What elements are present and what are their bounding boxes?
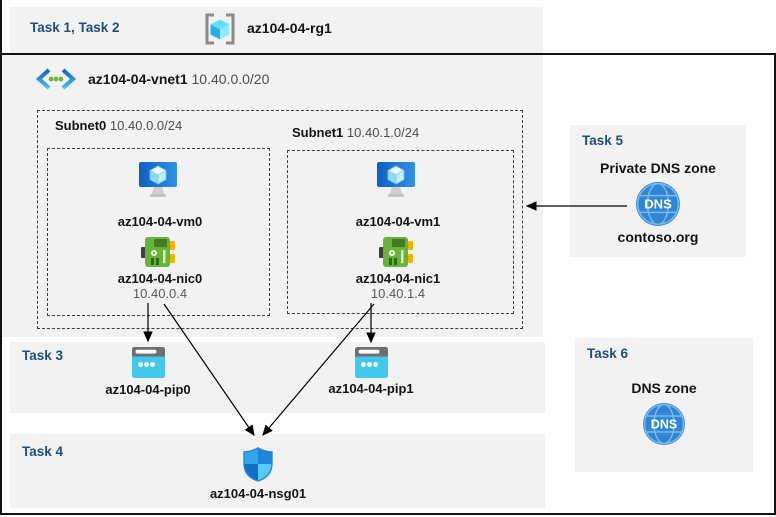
nic0-icon	[141, 237, 175, 267]
resource-group-icon	[205, 13, 235, 45]
task-4-band: Task 4 az104-04-nsg01	[10, 434, 545, 508]
private-dns-zone-title: Private DNS zone	[600, 160, 716, 176]
vm0-label: az104-04-vm0	[117, 214, 203, 229]
subnet0-box	[47, 148, 270, 316]
vm1-icon	[377, 162, 415, 197]
subnet1-name: Subnet1	[292, 125, 344, 140]
task-5-box: Task 5 Private DNS zone DNS contoso.org	[570, 125, 746, 257]
task-1-2-band: Task 1, Task 2 az104-04-rg1	[10, 7, 543, 53]
task-4-label: Task 4	[22, 444, 64, 459]
dns-zone-title: DNS zone	[631, 380, 697, 396]
subnet1-title: Subnet1 10.40.1.0/24	[292, 125, 419, 140]
nic1-label: az104-04-nic1	[355, 271, 441, 286]
nsg-label: az104-04-nsg01	[209, 486, 307, 501]
nic1-ip: 10.40.1.4	[370, 286, 426, 301]
vm0-icon	[139, 162, 177, 197]
subnet0-cidr: 10.40.0.0/24	[109, 118, 183, 133]
pip0-label: az104-04-pip0	[105, 382, 191, 397]
pip1-label: az104-04-pip1	[328, 381, 414, 396]
nic1-icon	[379, 237, 413, 267]
vnet-cidr: 10.40.0.0/20	[191, 71, 270, 87]
pip0-icon	[132, 347, 165, 378]
dns-zone-icon: DNS	[643, 403, 685, 445]
task-1-2-label: Task 1, Task 2	[30, 20, 120, 35]
private-dns-zone-name: contoso.org	[617, 229, 699, 245]
virtual-network-icon	[35, 68, 77, 90]
nic0-label: az104-04-nic0	[117, 271, 203, 286]
subnet1-box	[287, 150, 514, 314]
private-dns-icon: DNS	[636, 182, 680, 226]
task-3-label: Task 3	[22, 348, 64, 363]
subnet0-name: Subnet0	[55, 118, 107, 133]
vnet-area: az104-04-vnet1 10.40.0.0/20 Subnet0 10.4…	[2, 55, 543, 337]
dns-zone-icon-text: DNS	[651, 418, 677, 432]
subnet0-title: Subnet0 10.40.0.0/24	[55, 118, 182, 133]
resource-group-name: az104-04-rg1	[247, 20, 332, 36]
vnet-name: az104-04-vnet1	[88, 71, 188, 87]
vm1-label: az104-04-vm1	[355, 214, 441, 229]
private-dns-icon-text: DNS	[644, 197, 672, 212]
task-5-label: Task 5	[582, 133, 624, 148]
pip1-icon	[355, 347, 388, 378]
subnet1-cidr: 10.40.1.0/24	[346, 125, 420, 140]
task-6-box: Task 6 DNS zone DNS	[575, 338, 753, 472]
nic0-ip: 10.40.0.4	[132, 286, 188, 301]
task-6-label: Task 6	[587, 346, 629, 361]
nsg-icon	[243, 447, 273, 482]
task-3-band: Task 3 az104-04-pip0 az104-04-pip1	[10, 342, 545, 413]
frame-left-edge	[0, 0, 2, 55]
diagram-frame	[0, 53, 776, 515]
vnet-title: az104-04-vnet1 10.40.0.0/20	[88, 71, 269, 87]
